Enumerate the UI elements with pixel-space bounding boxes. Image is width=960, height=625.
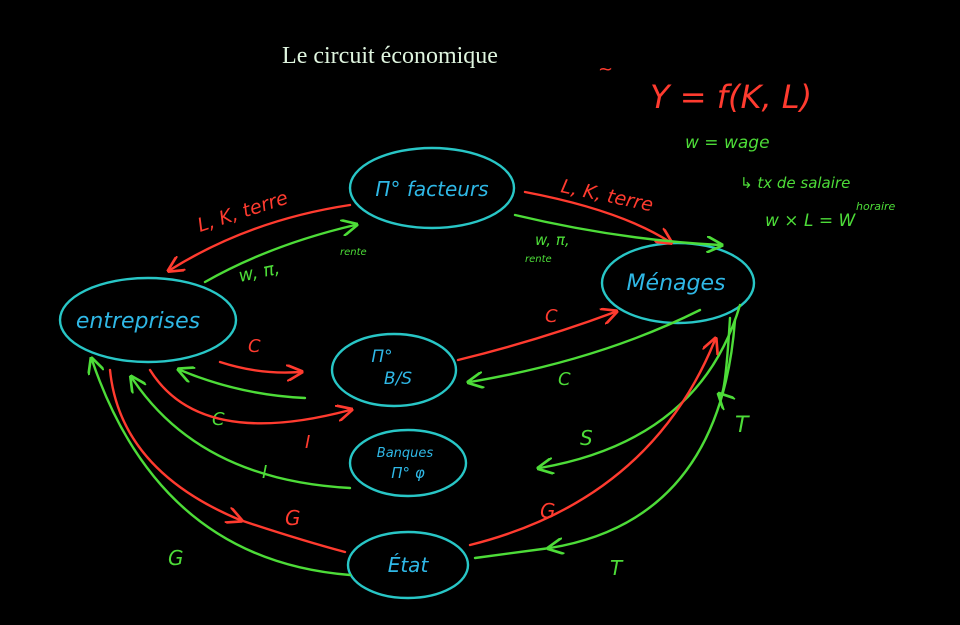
flow-i-green bbox=[132, 378, 352, 490]
node-facteurs: Π° facteurs bbox=[348, 146, 516, 230]
svg-text:L, K, terre: L, K, terre bbox=[559, 175, 655, 216]
node-etat: État bbox=[346, 530, 470, 600]
flow-c-red-left bbox=[218, 360, 300, 373]
svg-text:État: État bbox=[388, 553, 430, 577]
diagram-title: Le circuit économique bbox=[282, 43, 498, 69]
svg-text:Π°: Π° bbox=[371, 347, 392, 367]
svg-text:S: S bbox=[580, 426, 593, 450]
flow-c-red-right bbox=[456, 312, 615, 362]
node-entreprises: entreprises bbox=[58, 276, 238, 364]
flow-lk-from-menages bbox=[523, 190, 670, 242]
flow-income-to-menages bbox=[513, 213, 720, 245]
svg-text:rente: rente bbox=[340, 247, 367, 258]
svg-text:Ménages: Ménages bbox=[627, 271, 726, 296]
svg-text:~: ~ bbox=[598, 59, 613, 80]
svg-text:G: G bbox=[168, 546, 184, 570]
flow-i-red bbox=[148, 368, 350, 425]
svg-text:C: C bbox=[248, 336, 261, 357]
svg-text:G: G bbox=[540, 499, 556, 523]
svg-text:horaire: horaire bbox=[856, 200, 896, 213]
flow-t-green-tail bbox=[473, 546, 552, 560]
flow-income-to-facteurs bbox=[203, 225, 355, 284]
svg-text:C: C bbox=[545, 306, 558, 327]
flow-t-green bbox=[550, 318, 737, 548]
svg-text:↳ tx de salaire: ↳ tx de salaire bbox=[740, 174, 850, 192]
svg-text:w × L = W: w × L = W bbox=[765, 211, 856, 231]
flow-g-red-right bbox=[468, 340, 715, 547]
node-banques: Banques Π° φ bbox=[348, 428, 468, 498]
production-function: Y = f(K, L) bbox=[650, 78, 812, 116]
svg-text:rente: rente bbox=[525, 254, 552, 265]
svg-text:Π° facteurs: Π° facteurs bbox=[375, 177, 488, 201]
svg-text:T: T bbox=[735, 413, 750, 438]
svg-text:w, π,: w, π, bbox=[535, 231, 570, 249]
svg-text:I: I bbox=[262, 462, 267, 483]
svg-text:Banques: Banques bbox=[377, 446, 434, 461]
flow-c-green-right bbox=[470, 308, 702, 382]
svg-text:w = wage: w = wage bbox=[685, 133, 770, 153]
svg-text:L, K, terre: L, K, terre bbox=[195, 187, 291, 237]
svg-text:entreprises: entreprises bbox=[76, 309, 200, 334]
flow-g-green-left bbox=[92, 360, 352, 577]
flow-g-red-left-tail bbox=[238, 518, 347, 554]
svg-text:I: I bbox=[305, 432, 310, 453]
svg-text:C: C bbox=[558, 369, 571, 390]
svg-text:G: G bbox=[285, 506, 301, 530]
svg-text:Π° φ: Π° φ bbox=[391, 464, 425, 482]
node-menages: Ménages bbox=[600, 241, 756, 325]
flow-lk-to-entreprises bbox=[170, 203, 352, 270]
svg-text:B/S: B/S bbox=[384, 369, 412, 389]
node-bs: Π° B/S bbox=[330, 332, 458, 408]
flow-g-red-left bbox=[108, 368, 240, 520]
svg-text:T: T bbox=[610, 556, 624, 580]
flow-c-green-left bbox=[180, 370, 307, 400]
